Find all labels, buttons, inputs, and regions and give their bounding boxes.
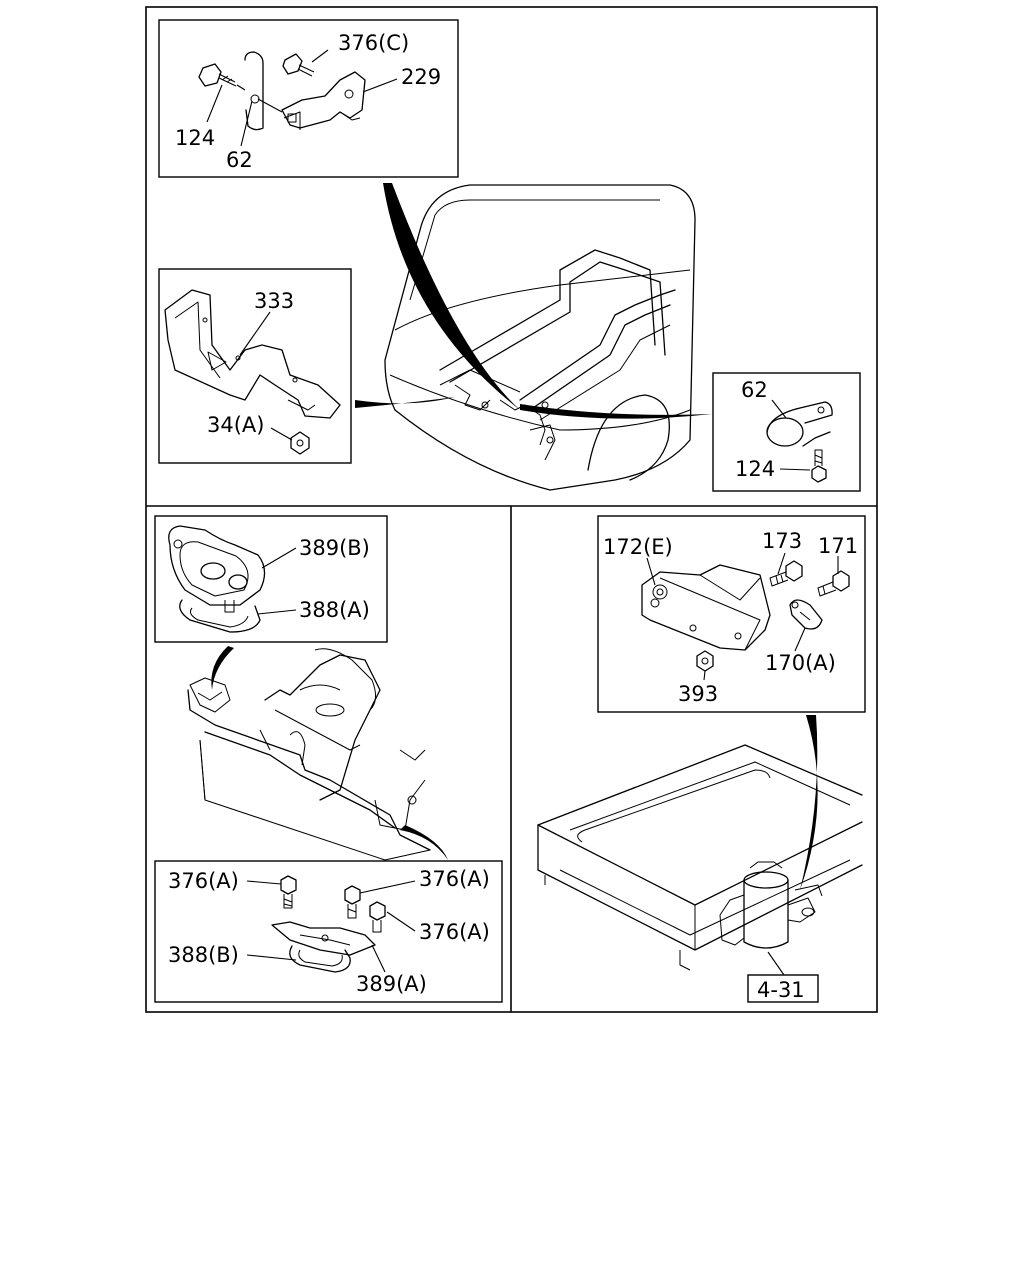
detail-box-bracket-333: 333 34(A) [158, 268, 352, 464]
label-172e: 172(E) [603, 535, 673, 559]
detail-box-bracket-229: 376(C) 229 124 62 [158, 19, 459, 178]
reference-box-4-31 [747, 974, 819, 1003]
label-376a-3: 376(A) [419, 920, 490, 944]
detail-box-mount-389a: 376(A) 376(A) 376(A) 388(B) 389(A) [154, 860, 503, 1003]
label-333: 333 [254, 289, 294, 313]
label-170a: 170(A) [765, 651, 836, 675]
label-34a: 34(A) [207, 413, 264, 437]
label-376c: 376(C) [338, 31, 409, 55]
label-388a: 388(A) [299, 598, 370, 622]
outer-frame [145, 6, 878, 1013]
label-171: 171 [818, 534, 858, 558]
detail-box-mount-389b: 389(B) 388(A) [154, 515, 388, 643]
label-376a-2: 376(A) [419, 867, 490, 891]
detail-pointers-bottom-right [800, 715, 818, 890]
label-173: 173 [762, 529, 802, 553]
label-389a: 389(A) [356, 972, 427, 996]
label-62-clip: 62 [741, 378, 768, 402]
truck-cab-front-illustration [384, 184, 696, 491]
engine-area-illustration [187, 648, 431, 861]
detail-box-clip-62: 62 124 [712, 372, 861, 492]
detail-pointers-top [355, 183, 712, 419]
label-389b: 389(B) [299, 536, 370, 560]
label-124-clip: 124 [735, 457, 775, 481]
label-229: 229 [401, 65, 441, 89]
detail-pointers-bottom-left [211, 646, 448, 860]
detail-box-bracket-172e: 172(E) 173 171 170(A) 393 [597, 515, 866, 713]
label-376a-1: 376(A) [168, 869, 239, 893]
label-4-31: 4-31 [757, 978, 805, 1002]
chassis-frame-illustration [537, 744, 863, 971]
label-393: 393 [678, 682, 718, 706]
label-388b: 388(B) [168, 943, 239, 967]
label-62: 62 [226, 148, 253, 172]
label-124: 124 [175, 126, 215, 150]
